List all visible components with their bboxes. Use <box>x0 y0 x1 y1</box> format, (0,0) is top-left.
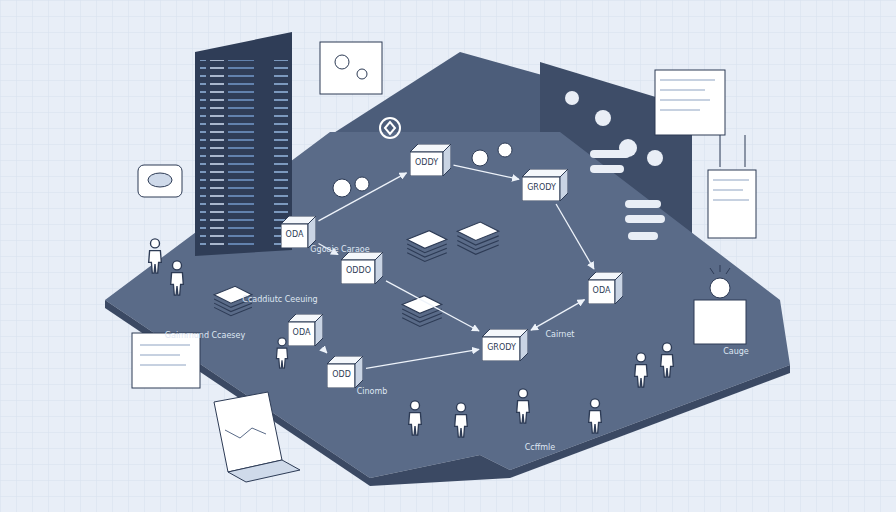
flow-arrow <box>319 173 407 221</box>
cube-face <box>588 280 615 304</box>
component-cube: GRODY <box>482 329 528 361</box>
flow-arrow <box>556 204 594 269</box>
floor-label: Cairnet <box>546 330 575 340</box>
floor-label: Ggoaie Caraoe <box>310 245 369 255</box>
cube-face <box>341 260 375 284</box>
cube-face <box>315 314 323 346</box>
cube-face <box>375 252 383 284</box>
floor-label: Ccffmle <box>525 443 555 453</box>
component-cube: ODD <box>327 356 363 388</box>
cube-label: ODDO <box>345 266 372 276</box>
flow-arrow <box>386 281 479 331</box>
floor-label: Cinomb <box>357 387 388 397</box>
flow-arrow <box>454 165 520 179</box>
cube-face <box>288 322 315 346</box>
floor-label: Gaimmund Ccaesey <box>165 331 245 341</box>
cube-label: GRODY <box>526 183 557 193</box>
cube-face <box>281 224 308 248</box>
cube-face <box>410 152 443 176</box>
cube-face <box>522 177 560 201</box>
cube-face <box>327 364 355 388</box>
component-cube: ODA <box>588 272 623 304</box>
flow-arrow <box>323 349 327 353</box>
flow-arrow <box>366 349 479 368</box>
flow-arrow <box>531 300 585 330</box>
cube-face <box>615 272 623 304</box>
component-cube: ODA <box>281 216 316 248</box>
cube-face <box>308 216 316 248</box>
cube-label: ODA <box>285 230 305 240</box>
cube-label: ODDY <box>414 158 440 168</box>
cube-label: GRODY <box>486 343 517 353</box>
component-cube: ODA <box>288 314 323 346</box>
floor-label: Ccaddiutc Ceeuing <box>242 295 317 305</box>
cube-face <box>520 329 528 361</box>
cube-face <box>482 337 520 361</box>
cube-face <box>443 144 451 176</box>
component-cube: ODDO <box>341 252 383 284</box>
component-cube: GRODY <box>522 169 568 201</box>
component-cube: ODDY <box>410 144 451 176</box>
floor-label: Cauge <box>723 347 749 357</box>
cube-face <box>355 356 363 388</box>
cube-label: ODD <box>331 370 352 380</box>
cube-label: ODA <box>592 286 612 296</box>
cube-label: ODA <box>292 328 312 338</box>
cube-face <box>560 169 568 201</box>
